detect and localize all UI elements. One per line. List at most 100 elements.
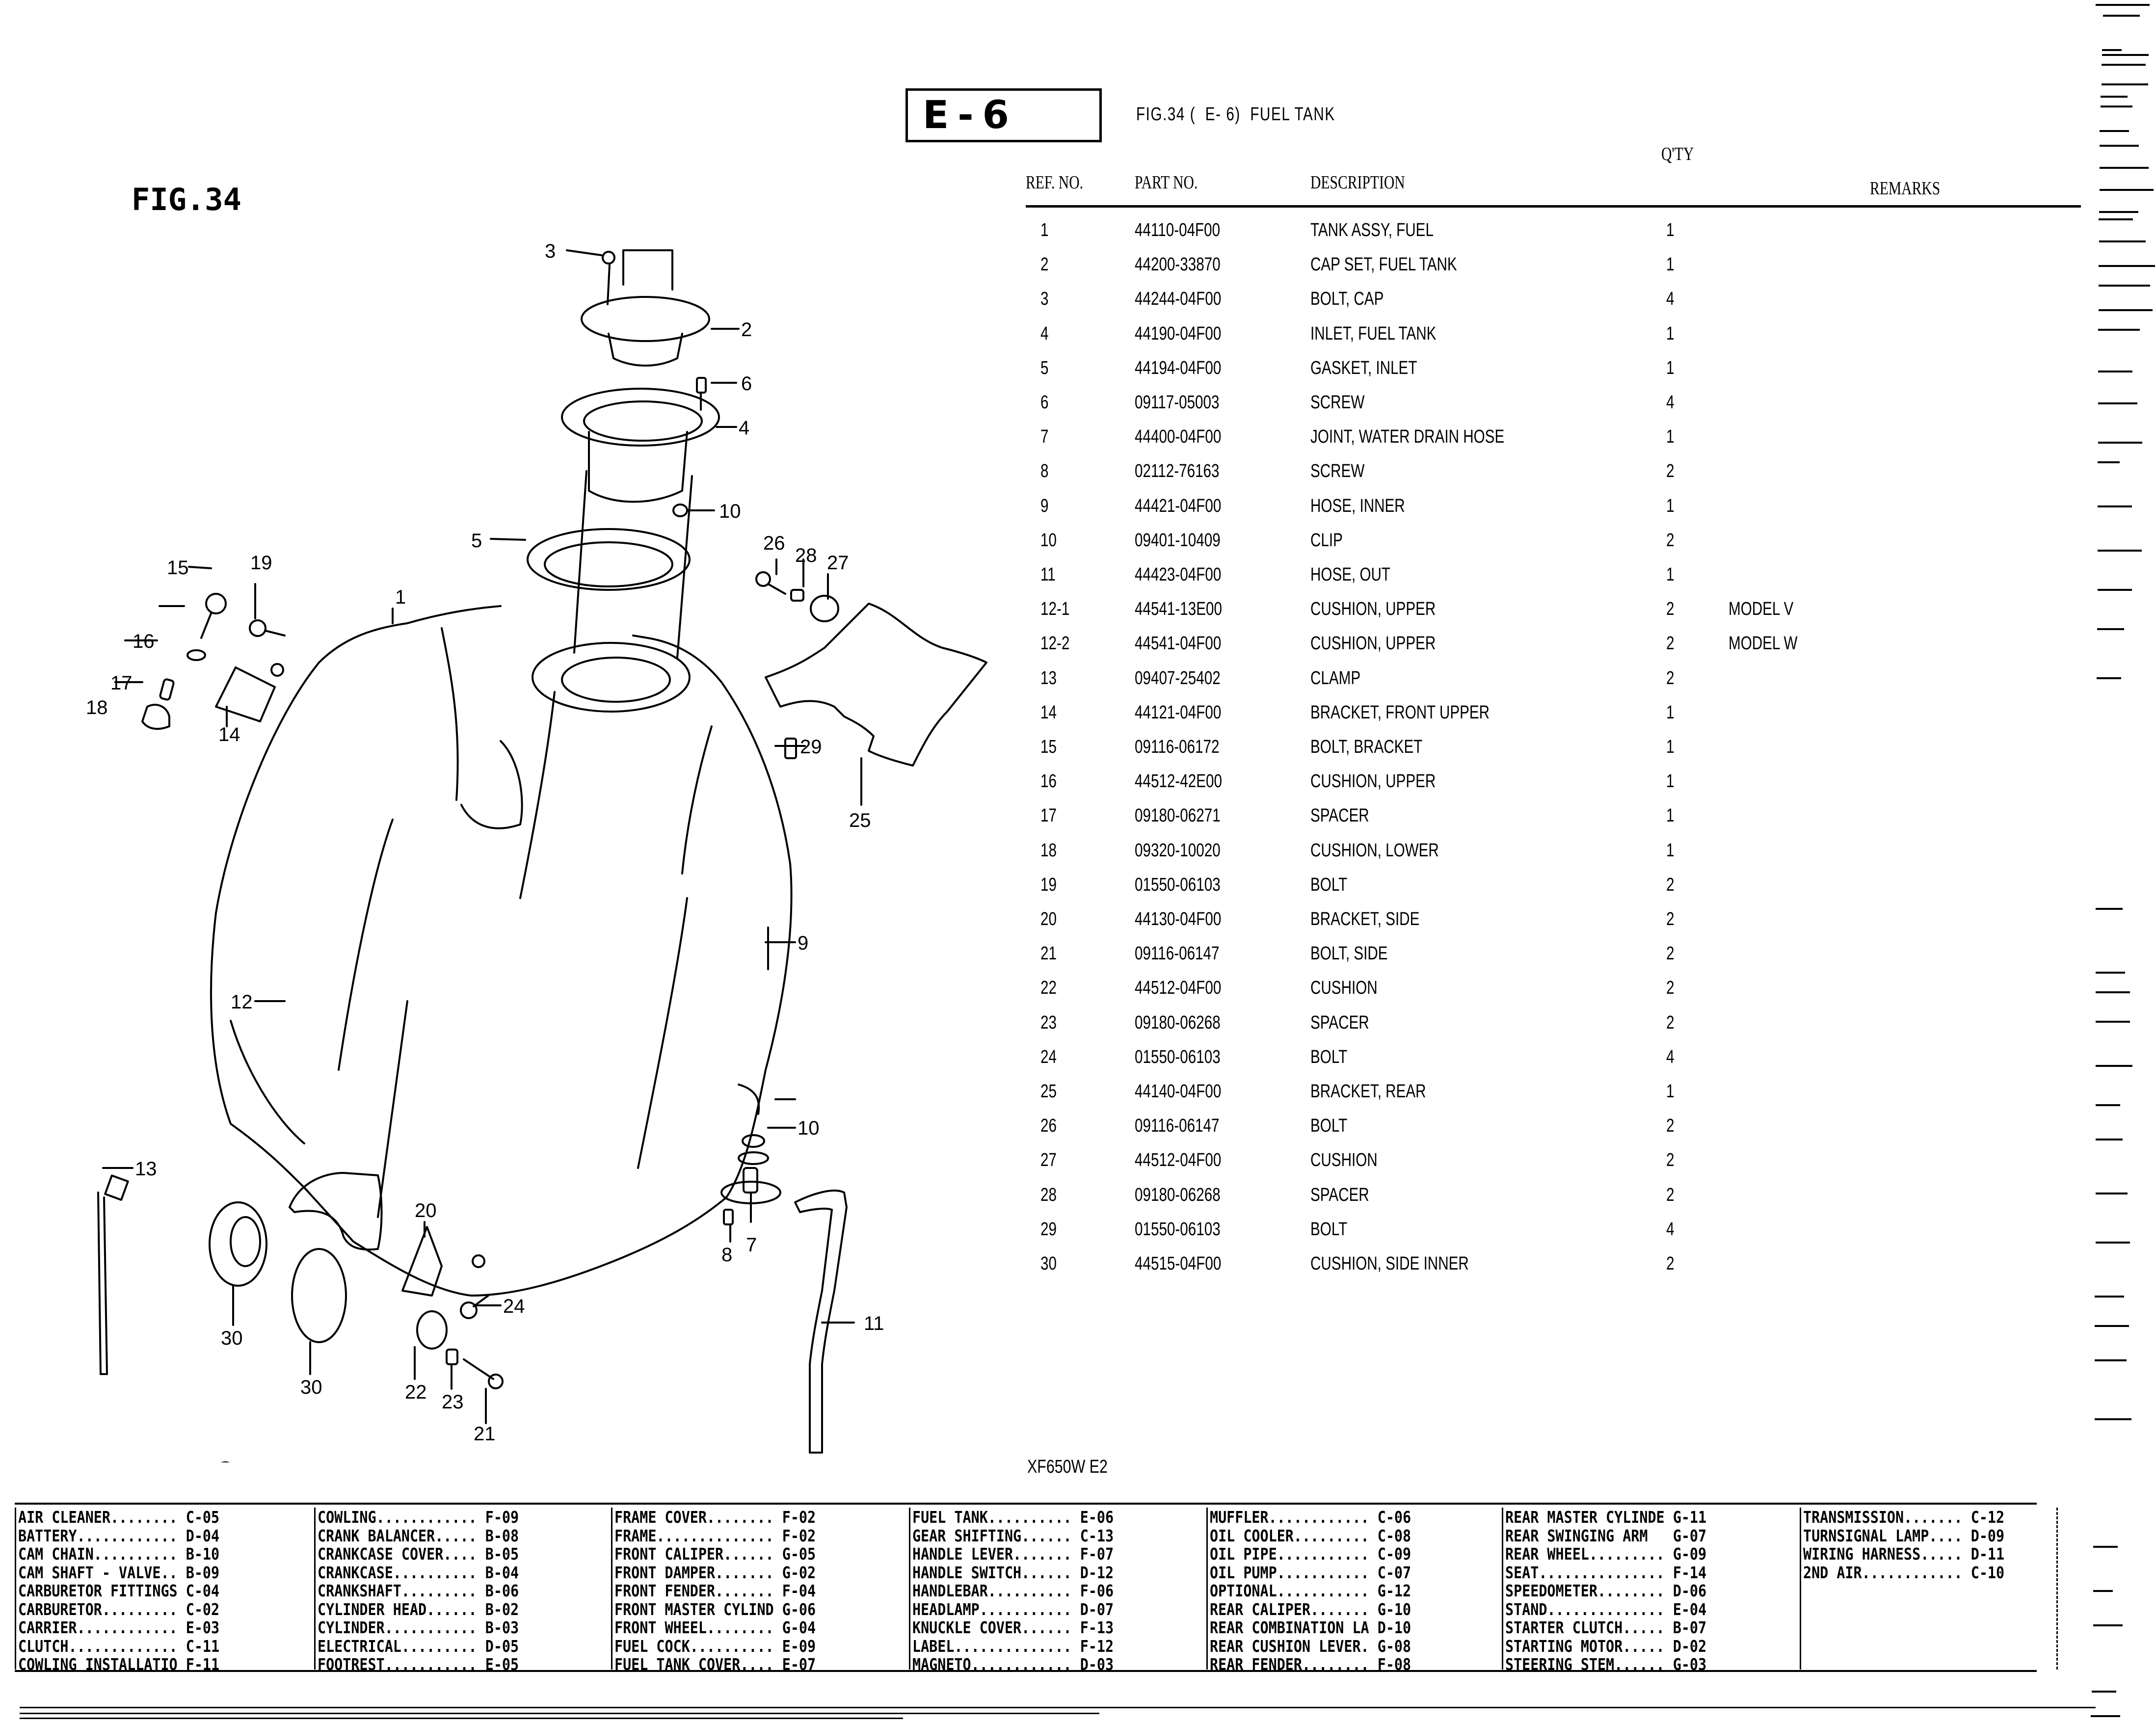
index-item[interactable]: HANDLE SWITCH...... D-12	[912, 1563, 1114, 1582]
index-item[interactable]: TRANSMISSION....... C-12	[1803, 1508, 2004, 1527]
clamp	[97, 1192, 108, 1375]
index-item[interactable]: REAR WHEEL......... G-09	[1505, 1544, 1706, 1564]
binding-mark	[2096, 1104, 2120, 1106]
cell-part: 09116-06147	[1135, 1115, 1220, 1137]
index-item[interactable]: FUEL COCK.......... E-09	[614, 1637, 816, 1656]
cell-qty: 2	[1666, 461, 1675, 482]
index-item[interactable]: REAR COMBINATION LA D-10	[1210, 1618, 1411, 1637]
binding-mark	[2099, 211, 2138, 213]
index-item[interactable]: FRONT DAMPER....... G-02	[614, 1563, 816, 1582]
index-item[interactable]: CRANKSHAFT......... B-06	[318, 1581, 519, 1600]
index-item[interactable]: CAM SHAFT - VALVE.. B-09	[18, 1563, 219, 1582]
index-item[interactable]: 2ND AIR............ C-10	[1803, 1563, 2004, 1582]
index-item-name: CARBURETOR FITTINGS	[18, 1581, 178, 1600]
cell-qty: 2	[1666, 943, 1675, 964]
index-item[interactable]: CRANKCASE.......... B-04	[318, 1563, 519, 1582]
index-item-name: WIRING HARNESS.....	[1803, 1544, 1963, 1564]
index-item[interactable]: BATTERY............ D-04	[18, 1526, 219, 1545]
callout-17: 17	[110, 672, 133, 694]
index-item[interactable]: REAR CALIPER....... G-10	[1210, 1599, 1411, 1619]
index-item[interactable]: AIR CLEANER........ C-05	[18, 1508, 219, 1527]
index-item[interactable]: STARTING MOTOR..... D-02	[1505, 1637, 1706, 1656]
index-item[interactable]: REAR CUSHION LEVER. G-08	[1210, 1637, 1411, 1656]
index-item[interactable]: STAND.............. E-04	[1505, 1599, 1706, 1619]
bolt	[249, 619, 266, 637]
col-description: DESCRIPTION	[1310, 172, 1405, 193]
callout-3: 3	[545, 240, 556, 262]
index-item[interactable]: FUEL TANK.......... E-06	[912, 1508, 1114, 1527]
index-item[interactable]: REAR SWINGING ARM G-07	[1505, 1526, 1706, 1545]
cell-qty: 2	[1666, 978, 1675, 999]
index-item-name: CLUTCH.............	[18, 1636, 178, 1656]
index-item-code: B-05	[485, 1544, 519, 1564]
cell-qty: 2	[1666, 633, 1675, 654]
index-item[interactable]: CYLINDER HEAD...... B-02	[318, 1600, 519, 1619]
callout-28: 28	[795, 545, 817, 566]
index-item-name: STAND..............	[1505, 1599, 1665, 1619]
index-item[interactable]: MUFFLER............ C-06	[1210, 1508, 1411, 1527]
index-item[interactable]: LABEL.............. F-12	[912, 1637, 1114, 1656]
index-item[interactable]: CARBURETOR......... C-02	[18, 1600, 219, 1619]
index-item[interactable]: CYLINDER........... B-03	[318, 1618, 519, 1637]
index-item[interactable]: OIL PUMP........... C-07	[1210, 1563, 1411, 1582]
index-item-code: G-11	[1673, 1508, 1707, 1527]
cell-desc: BOLT	[1310, 1046, 1348, 1067]
index-item[interactable]: SPEEDOMETER........ D-06	[1505, 1581, 1706, 1600]
index-item[interactable]: FRAME COVER........ F-02	[614, 1508, 816, 1527]
index-item[interactable]: CRANKCASE COVER.... B-05	[318, 1544, 519, 1564]
index-item[interactable]: FRONT CALIPER...... G-05	[614, 1544, 816, 1564]
index-item[interactable]: FRONT WHEEL........ G-04	[614, 1618, 816, 1637]
index-item[interactable]: HANDLE LEVER....... F-07	[912, 1544, 1114, 1564]
index-item[interactable]: FRONT FENDER....... F-04	[614, 1581, 816, 1600]
index-item[interactable]: CARRIER............ E-03	[18, 1618, 219, 1637]
index-item[interactable]: COWLING............ F-09	[318, 1508, 519, 1527]
index-item[interactable]: TURNSIGNAL LAMP.... D-09	[1803, 1526, 2004, 1545]
cell-qty: 2	[1666, 530, 1675, 551]
washer	[270, 663, 284, 677]
index-item[interactable]: SEAT............... F-14	[1505, 1563, 1706, 1582]
index-item[interactable]: MAGNETO............ D-03	[912, 1655, 1114, 1674]
index-item[interactable]: FOOTREST........... E-05	[318, 1655, 519, 1674]
callout-19: 19	[250, 552, 272, 574]
index-item-code: F-04	[782, 1581, 816, 1600]
index-item[interactable]: CLUTCH............. C-11	[18, 1636, 219, 1656]
index-item[interactable]: HEADLAMP........... D-07	[912, 1600, 1114, 1619]
cell-qty: 1	[1666, 805, 1675, 826]
index-item[interactable]: ELECTRICAL......... D-05	[318, 1637, 519, 1656]
index-item[interactable]: REAR FENDER........ F-08	[1210, 1655, 1411, 1674]
index-item[interactable]: FUEL TANK COVER.... E-07	[614, 1655, 816, 1674]
cell-qty: 2	[1666, 874, 1675, 895]
index-item[interactable]: WIRING HARNESS..... D-11	[1803, 1544, 2004, 1564]
side-bracket	[401, 1226, 443, 1297]
index-item[interactable]: CARBURETOR FITTINGS C-04	[18, 1581, 219, 1600]
index-item[interactable]: OPTIONAL........... G-12	[1210, 1581, 1411, 1600]
index-item[interactable]: COWLING INSTALLATIO F-11	[18, 1655, 219, 1674]
index-item-code: G-10	[1377, 1599, 1411, 1619]
cell-desc: HOSE, OUT	[1310, 564, 1391, 585]
callout-20: 20	[415, 1200, 437, 1221]
cell-ref: 2	[1040, 254, 1049, 275]
binding-mark	[2098, 550, 2142, 552]
cell-qty: 1	[1666, 220, 1675, 240]
exploded-diagram: 1234567891010111213141516171819202122232…	[86, 240, 987, 1462]
binding-mark	[2101, 106, 2132, 107]
cell-desc: CUSHION, UPPER	[1310, 633, 1436, 654]
index-item[interactable]: CRANK BALANCER..... B-08	[318, 1526, 519, 1545]
index-item[interactable]: GEAR SHIFTING...... C-13	[912, 1526, 1114, 1545]
index-item[interactable]: OIL PIPE........... C-09	[1210, 1544, 1411, 1564]
index-item[interactable]: KNUCKLE COVER...... F-13	[912, 1618, 1114, 1637]
index-item[interactable]: CAM CHAIN.......... B-10	[18, 1544, 219, 1564]
index-item[interactable]: STEERING STEM...... G-03	[1505, 1655, 1706, 1674]
index-item[interactable]: REAR MASTER CYLINDE G-11	[1505, 1508, 1707, 1527]
index-item[interactable]: FRONT MASTER CYLIND G-06	[614, 1600, 816, 1619]
col-part-no: PART NO.	[1135, 172, 1198, 193]
index-item[interactable]: HANDLEBAR.......... F-06	[912, 1581, 1114, 1600]
binding-mark	[2096, 1139, 2123, 1140]
cell-ref: 11	[1040, 564, 1056, 585]
index-item[interactable]: OIL COOLER......... C-08	[1210, 1526, 1411, 1545]
binding-mark	[2098, 505, 2132, 507]
cell-remarks: MODEL W	[1729, 633, 1798, 654]
index-item[interactable]: STARTER CLUTCH..... B-07	[1505, 1618, 1706, 1637]
index-item[interactable]: FRAME.............. F-02	[614, 1526, 816, 1545]
